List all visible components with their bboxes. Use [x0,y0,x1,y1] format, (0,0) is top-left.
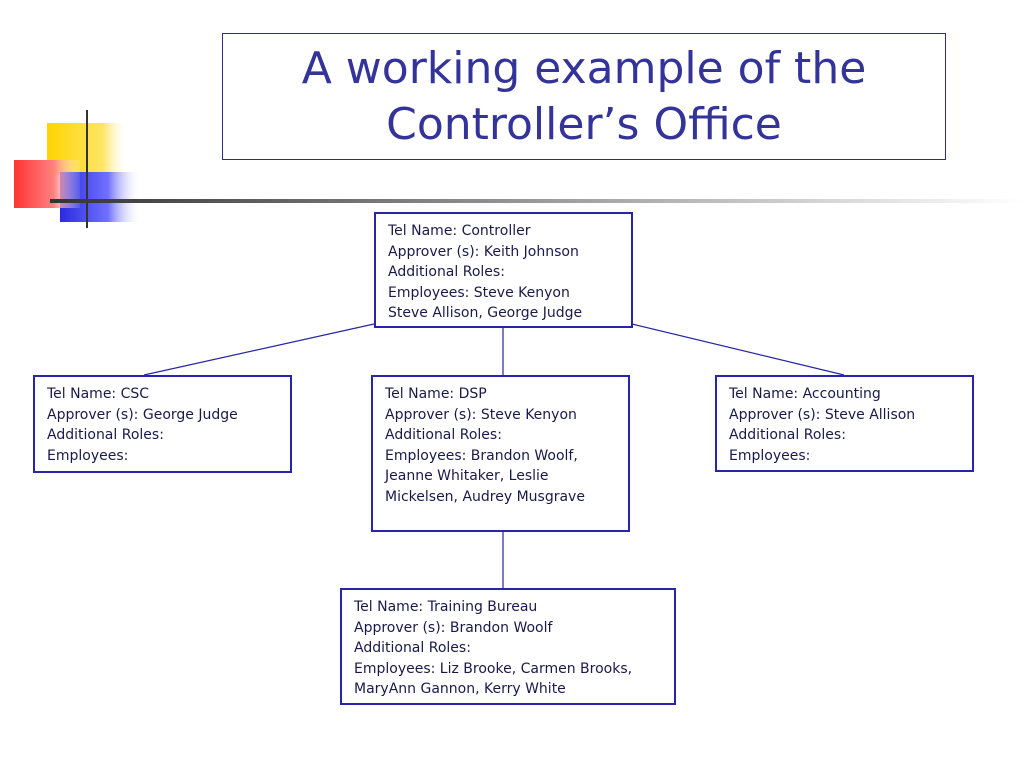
accounting-employees: Employees: [729,447,811,464]
csc-approver: Approver (s): George Judge [47,406,238,423]
controller-tel-name: Tel Name: Controller [388,223,531,239]
training-tel-name: Tel Name: Training Bureau [354,599,538,615]
title-line-2: Controller’s Office [386,98,782,150]
dsp-approver: Approver (s): Steve Kenyon [385,406,577,423]
training-employees: Employees: Liz Brooke, Carmen Brooks, [354,660,633,677]
vertical-rule [86,110,88,228]
dsp-employees-cont-2: Mickelsen, Audrey Musgrave [385,488,585,505]
connector-controller-csc [143,323,375,376]
controller-employees-cont: Steve Allison, George Judge [388,305,583,322]
accounting-tel-name: Tel Name: Accounting [729,386,881,402]
controller-roles: Additional Roles: [388,264,505,281]
training-approver: Approver (s): Brandon Woolf [354,619,553,636]
title-line-1: A working example of the [301,42,867,94]
controller-employees: Employees: Steve Kenyon [388,284,570,301]
training-roles: Additional Roles: [354,640,471,657]
connector-controller-accounting [631,323,845,376]
csc-tel-name: Tel Name: CSC [47,386,150,402]
org-node-csc: Tel Name: CSC Approver (s): George Judge… [33,375,292,473]
org-node-controller: Tel Name: Controller Approver (s): Keith… [374,212,633,328]
dsp-employees-cont-1: Jeanne Whitaker, Leslie [385,468,549,485]
csc-employees: Employees: [47,447,129,464]
training-employees-cont: MaryAnn Gannon, Kerry White [354,681,566,698]
org-node-accounting: Tel Name: Accounting Approver (s): Steve… [715,375,974,472]
csc-roles: Additional Roles: [47,427,164,444]
accounting-roles: Additional Roles: [729,427,846,444]
org-node-dsp: Tel Name: DSP Approver (s): Steve Kenyon… [371,375,630,532]
accounting-approver: Approver (s): Steve Allison [729,406,916,423]
org-node-training-bureau: Tel Name: Training Bureau Approver (s): … [340,588,676,705]
dsp-roles: Additional Roles: [385,427,502,444]
dsp-employees: Employees: Brandon Woolf, [385,447,578,464]
page-title: A working example of the Controller’s Of… [222,33,946,160]
horizontal-rule [50,199,1024,203]
controller-approver: Approver (s): Keith Johnson [388,243,579,260]
dsp-tel-name: Tel Name: DSP [385,386,487,402]
corner-decoration [14,110,1024,228]
